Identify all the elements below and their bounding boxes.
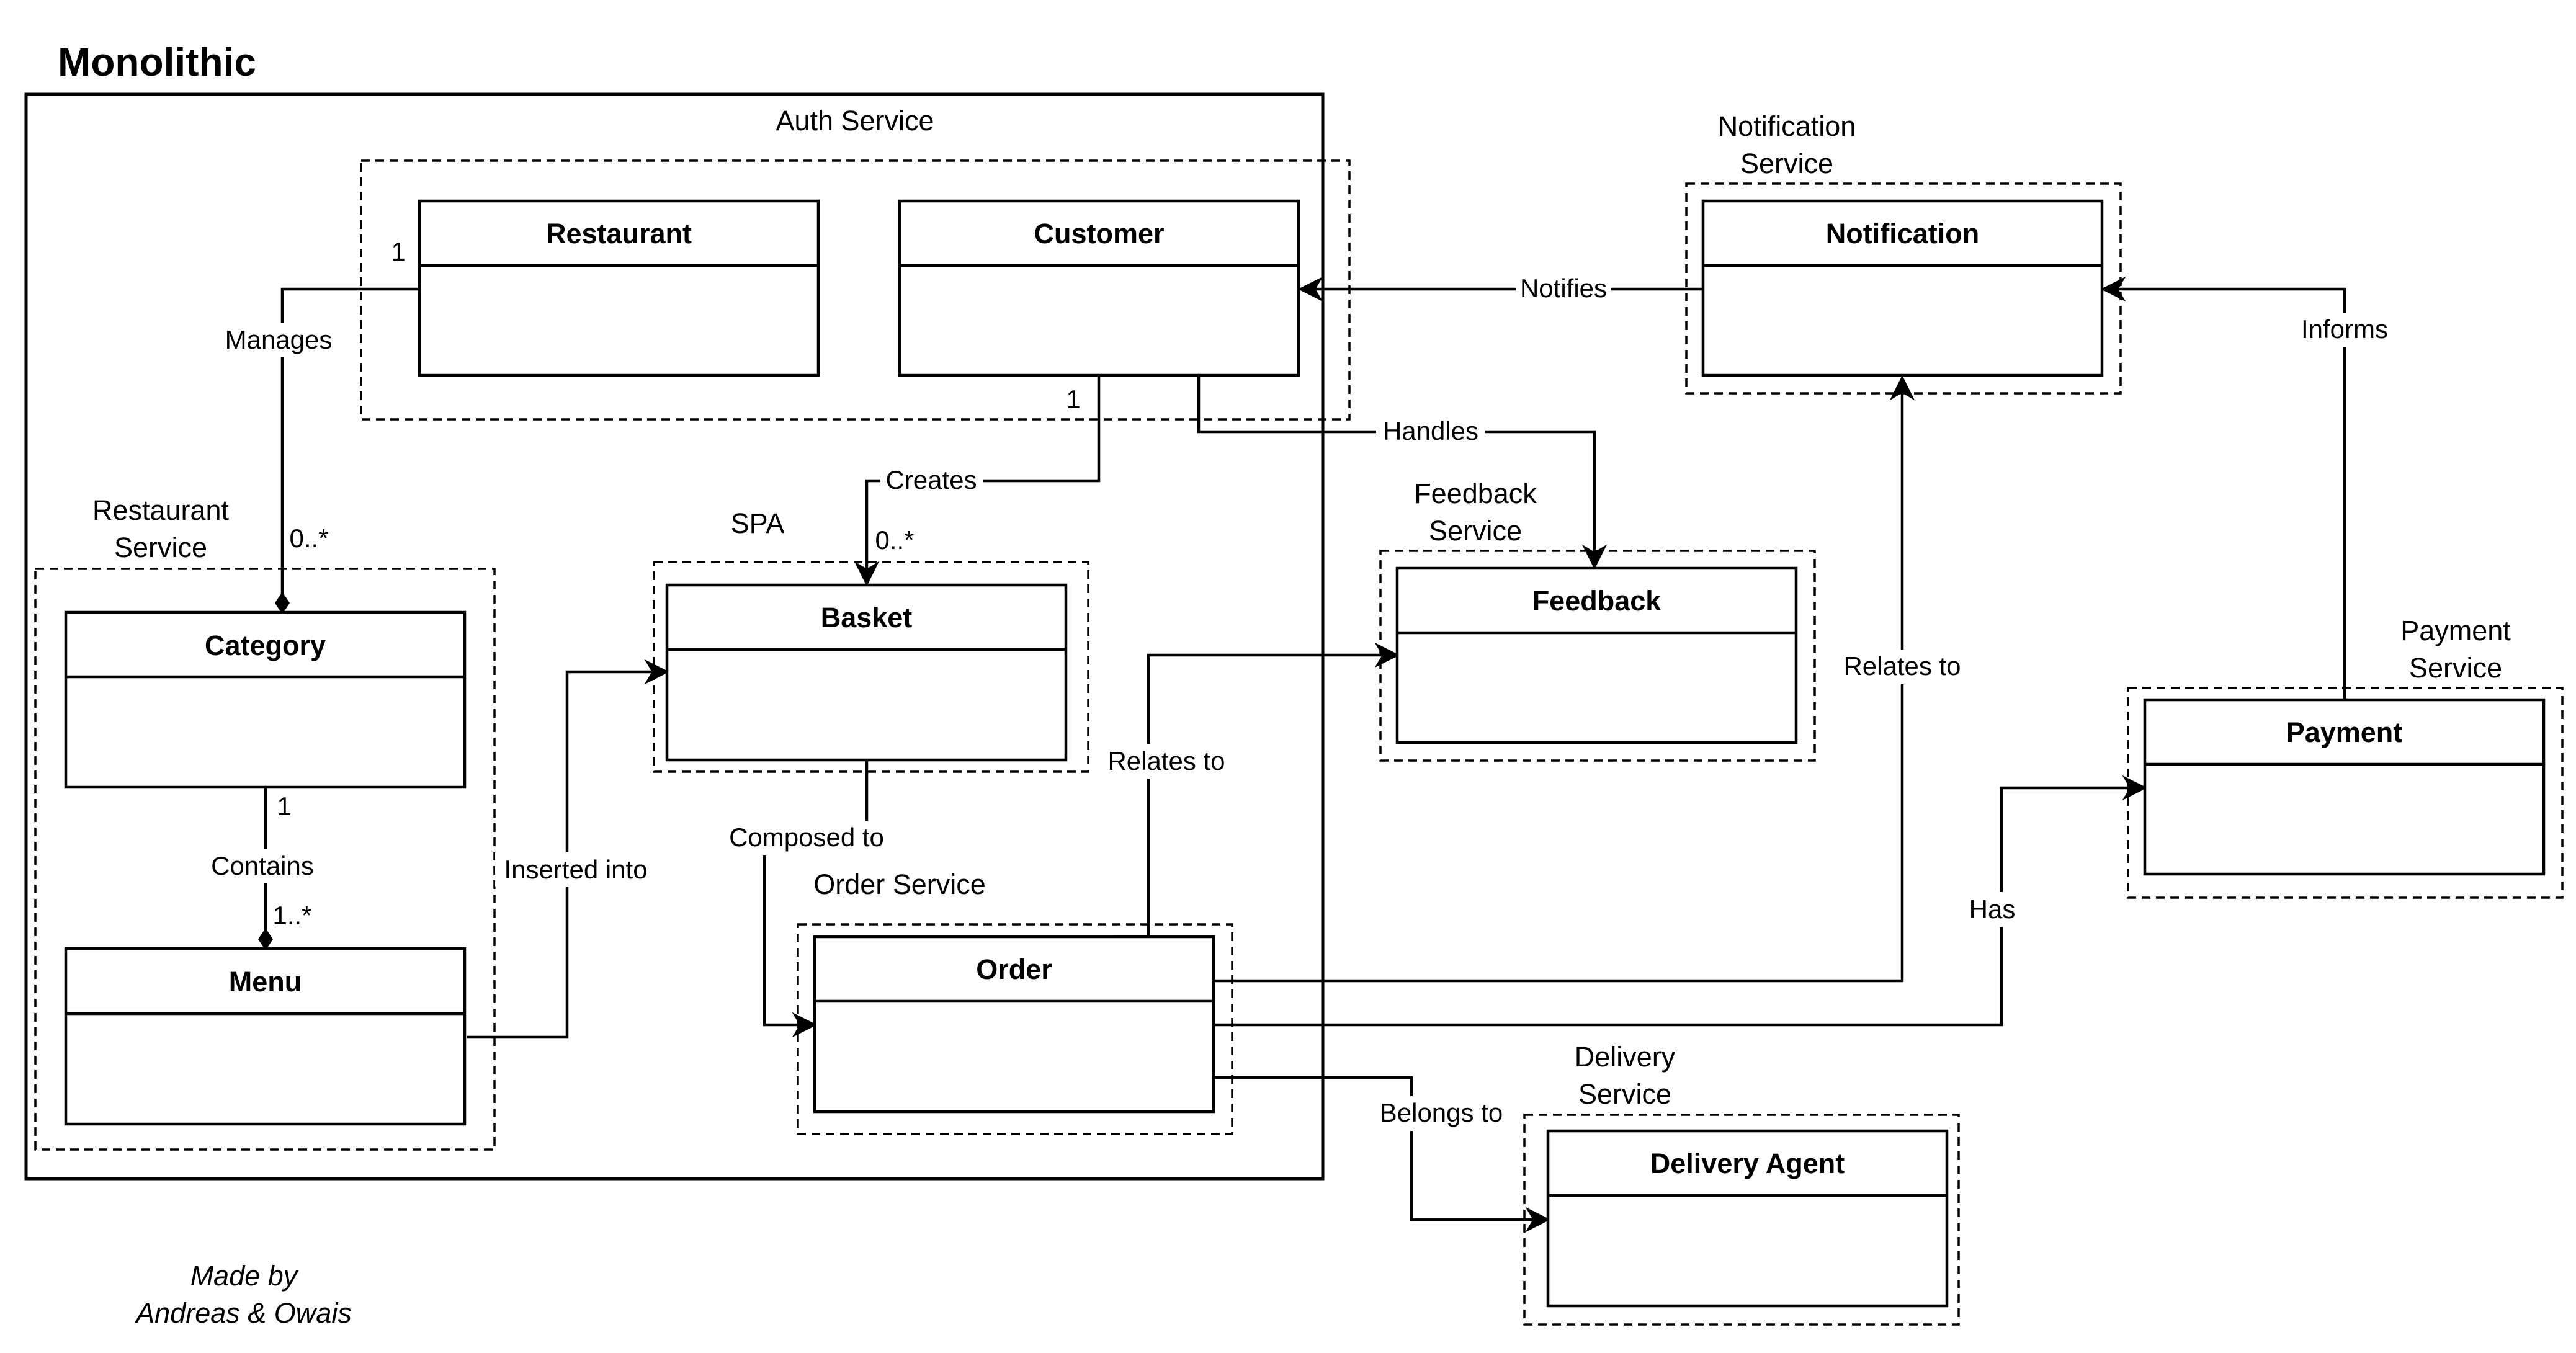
class-feedback[interactable]: Feedback — [1395, 566, 1798, 744]
edge-label-composed-to: Composed to — [729, 823, 884, 852]
group-label-payment-service: Payment — [2400, 615, 2511, 646]
edge-handles — [1197, 375, 1608, 570]
class-title-order: Order — [976, 953, 1052, 985]
class-basket[interactable]: Basket — [665, 583, 1068, 762]
edge-label-order-notification: Relates to — [1843, 651, 1961, 681]
class-boxes: Restaurant Customer Notification Categor… — [64, 199, 2546, 1308]
credit-line-2: Andreas & Owais — [134, 1297, 352, 1329]
edges — [258, 276, 2346, 1233]
class-title-menu: Menu — [229, 966, 302, 998]
class-delivery-agent[interactable]: Delivery Agent — [1546, 1129, 1949, 1308]
class-title-basket: Basket — [821, 602, 913, 633]
group-label-restaurant-service: Restaurant — [92, 494, 230, 526]
group-restaurant-service — [34, 568, 496, 1151]
edge-label-handles: Handles — [1383, 416, 1478, 445]
group-label-feedback-service: Feedback — [1414, 478, 1537, 509]
class-category[interactable]: Category — [64, 610, 467, 789]
class-payment[interactable]: Payment — [2143, 698, 2546, 876]
credit-line-1: Made by — [190, 1260, 299, 1292]
edge-order-notification — [1214, 375, 1915, 983]
edge-label-order-feedback: Relates to — [1107, 746, 1225, 775]
group-label-restaurant-service-2: Service — [114, 532, 207, 563]
diagram-title: Monolithic — [58, 40, 256, 84]
class-title-feedback: Feedback — [1532, 585, 1662, 617]
class-restaurant[interactable]: Restaurant — [418, 199, 820, 377]
mult-creates-to: 0..* — [875, 525, 914, 555]
group-delivery-service — [1523, 1114, 1960, 1326]
mult-contains-from: 1 — [277, 792, 291, 821]
group-order-service — [797, 923, 1233, 1135]
class-title-category: Category — [205, 630, 326, 661]
class-title-restaurant: Restaurant — [546, 218, 692, 249]
edge-label-informs: Informs — [2301, 315, 2388, 344]
edge-informs — [2100, 276, 2346, 700]
edge-belongs-to — [1214, 1076, 1551, 1233]
edge-label-manages: Manages — [225, 325, 333, 354]
edge-label-belongs-to: Belongs to — [1380, 1098, 1503, 1127]
mult-manages-from: 1 — [391, 237, 405, 266]
group-label-auth-service: Auth Service — [776, 105, 934, 136]
class-notification[interactable]: Notification — [1701, 199, 2104, 377]
multiplicities: 1 0..* 1 1..* 1 0..* — [272, 237, 1080, 930]
group-label-delivery-service: Delivery — [1575, 1041, 1676, 1073]
group-label-notification-service-2: Service — [1740, 148, 1833, 179]
class-customer[interactable]: Customer — [898, 199, 1300, 377]
class-menu[interactable]: Menu — [64, 947, 467, 1126]
group-label-delivery-service-2: Service — [1578, 1078, 1671, 1110]
mult-contains-to: 1..* — [272, 901, 311, 930]
class-order[interactable]: Order — [813, 935, 1215, 1114]
edge-order-feedback — [1112, 642, 1400, 939]
group-label-notification-service: Notification — [1718, 110, 1856, 142]
edge-manages — [275, 287, 419, 614]
group-label-spa: SPA — [731, 507, 785, 539]
edge-label-inserted-into: Inserted into — [504, 855, 647, 884]
group-label-feedback-service-2: Service — [1429, 515, 1522, 547]
group-label-order-service: Order Service — [813, 869, 986, 900]
edge-label-creates: Creates — [885, 465, 977, 494]
class-title-customer: Customer — [1034, 218, 1164, 249]
edge-label-has: Has — [1969, 895, 2016, 924]
edge-label-contains: Contains — [211, 851, 314, 880]
monolithic-boundary — [24, 92, 1325, 1181]
edge-label-notifies: Notifies — [1520, 274, 1607, 303]
group-label-payment-service-2: Service — [2409, 652, 2502, 684]
mult-manages-to: 0..* — [289, 524, 328, 553]
class-title-payment: Payment — [2286, 717, 2403, 748]
class-title-delivery-agent: Delivery Agent — [1650, 1148, 1845, 1179]
mult-creates-from: 1 — [1066, 385, 1080, 414]
class-title-notification: Notification — [1826, 218, 1979, 249]
edge-labels: Manages Contains Creates Notifies Handle… — [202, 272, 2392, 1131]
